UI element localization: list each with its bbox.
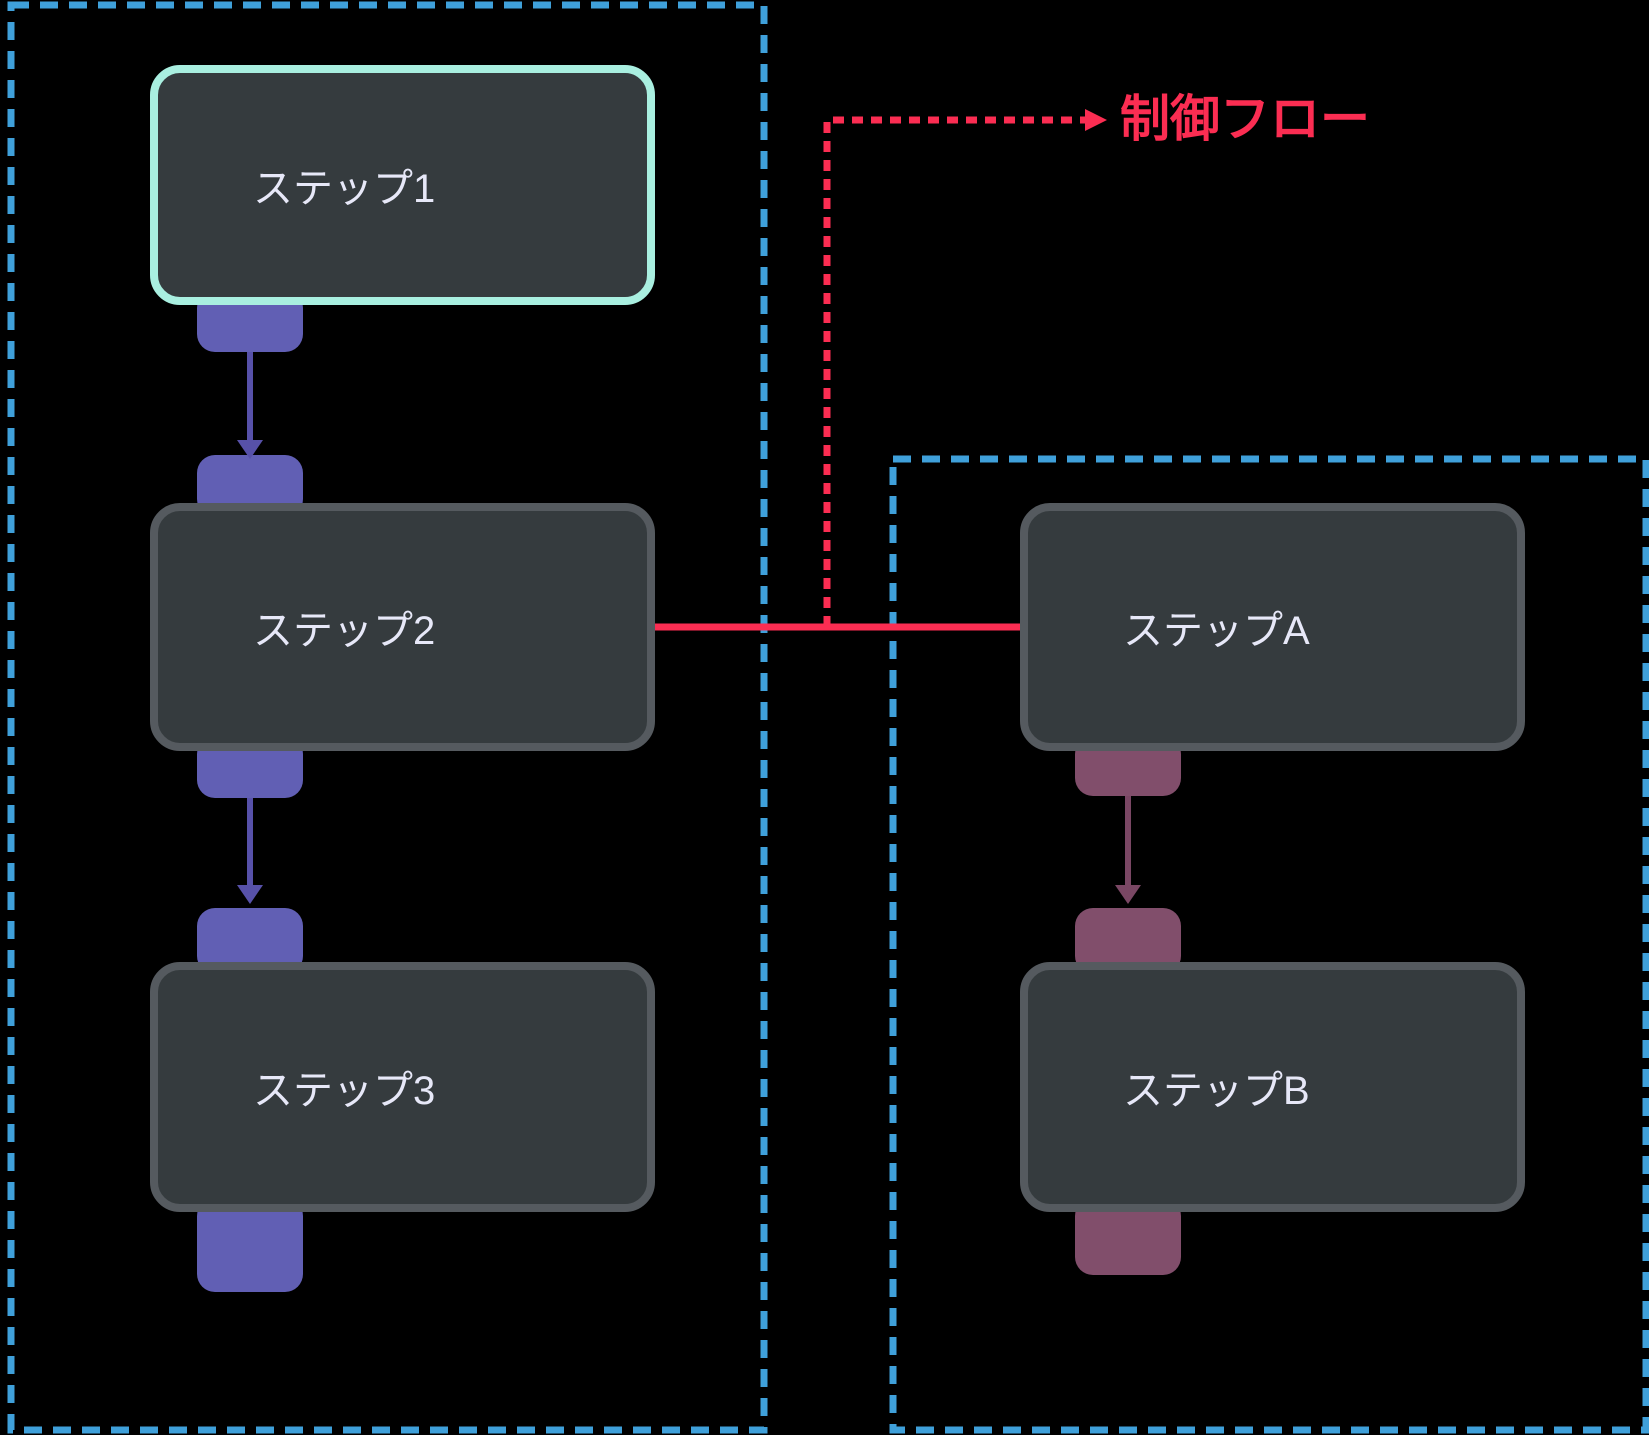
arrowhead-step1-step2	[237, 440, 263, 459]
handle-step3-output[interactable]	[197, 1198, 303, 1292]
node-step1-label: ステップ1	[253, 167, 436, 211]
handle-stepA-output[interactable]	[1075, 736, 1181, 796]
handle-step2-input[interactable]	[197, 455, 303, 517]
node-step2[interactable]: ステップ2	[150, 503, 655, 751]
node-step3[interactable]: ステップ3	[150, 962, 655, 1212]
arrowhead-step2-step3	[237, 885, 263, 904]
node-stepA[interactable]: ステップA	[1020, 503, 1525, 751]
group-boundary-main-flow	[7, 1, 768, 1434]
handle-stepB-input[interactable]	[1075, 908, 1181, 974]
arrowhead-stepA-stepB	[1115, 885, 1141, 904]
handle-stepB-output[interactable]	[1075, 1198, 1181, 1275]
group-boundary-sub-flow	[889, 455, 1649, 1434]
node-stepB[interactable]: ステップB	[1020, 962, 1525, 1212]
control-flow-legend-label: 制御フロー	[1120, 91, 1370, 147]
legend-arrowhead	[1085, 109, 1107, 131]
node-step1[interactable]: ステップ1	[150, 65, 655, 305]
node-stepA-label: ステップA	[1123, 609, 1310, 653]
handle-step2-output[interactable]	[197, 736, 303, 798]
handle-step3-input[interactable]	[197, 908, 303, 974]
handle-step1-output[interactable]	[197, 290, 303, 352]
node-step3-label: ステップ3	[253, 1069, 436, 1113]
node-stepB-label: ステップB	[1123, 1069, 1310, 1113]
node-step2-label: ステップ2	[253, 609, 436, 653]
